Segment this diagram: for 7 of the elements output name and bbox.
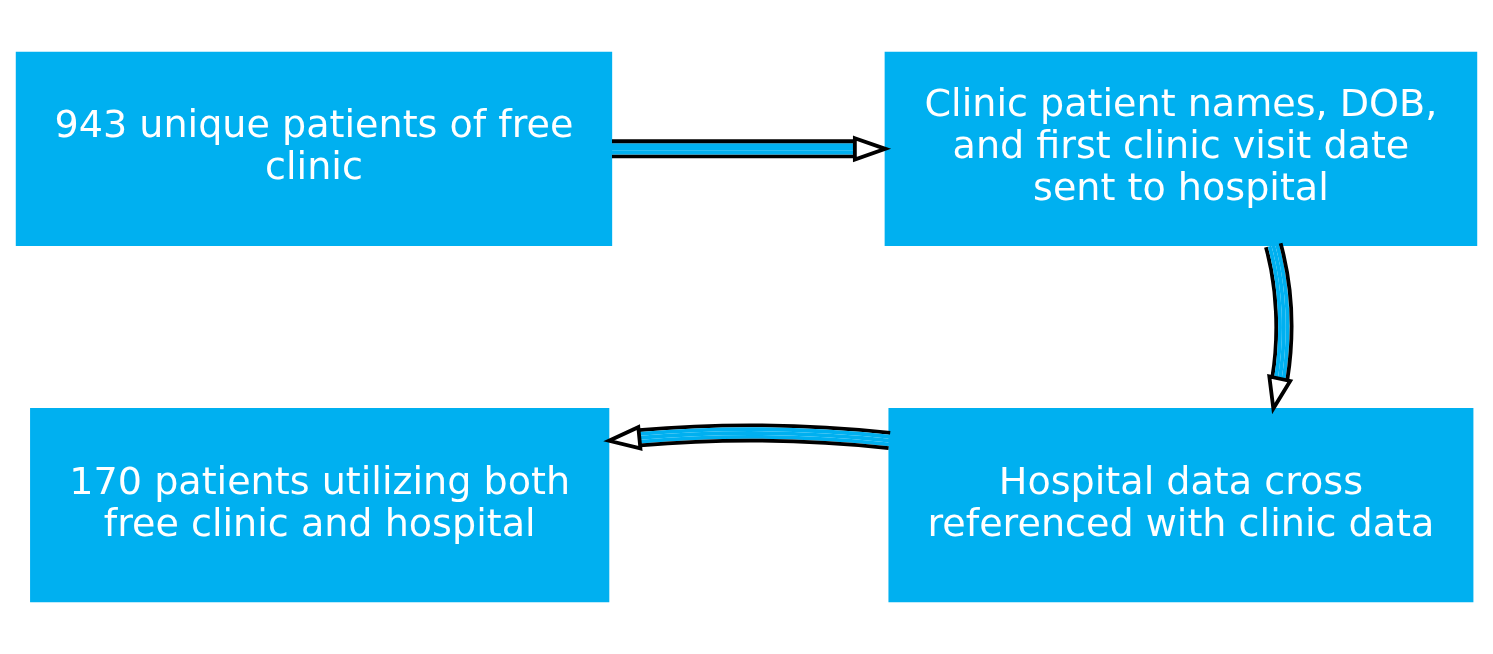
node-box: Clinic patient names, DOB, and first clinic visit date sent to hospital	[884, 51, 1478, 247]
node-box: 943 unique patients of free clinic	[15, 51, 613, 247]
node-box: 170 patients utilizing both free clinic and hospital	[30, 407, 610, 603]
node-box: Hospital data cross referenced with clinic data	[888, 407, 1474, 603]
arrow	[1264, 242, 1294, 415]
arrow	[603, 423, 891, 451]
arrow	[612, 135, 892, 163]
